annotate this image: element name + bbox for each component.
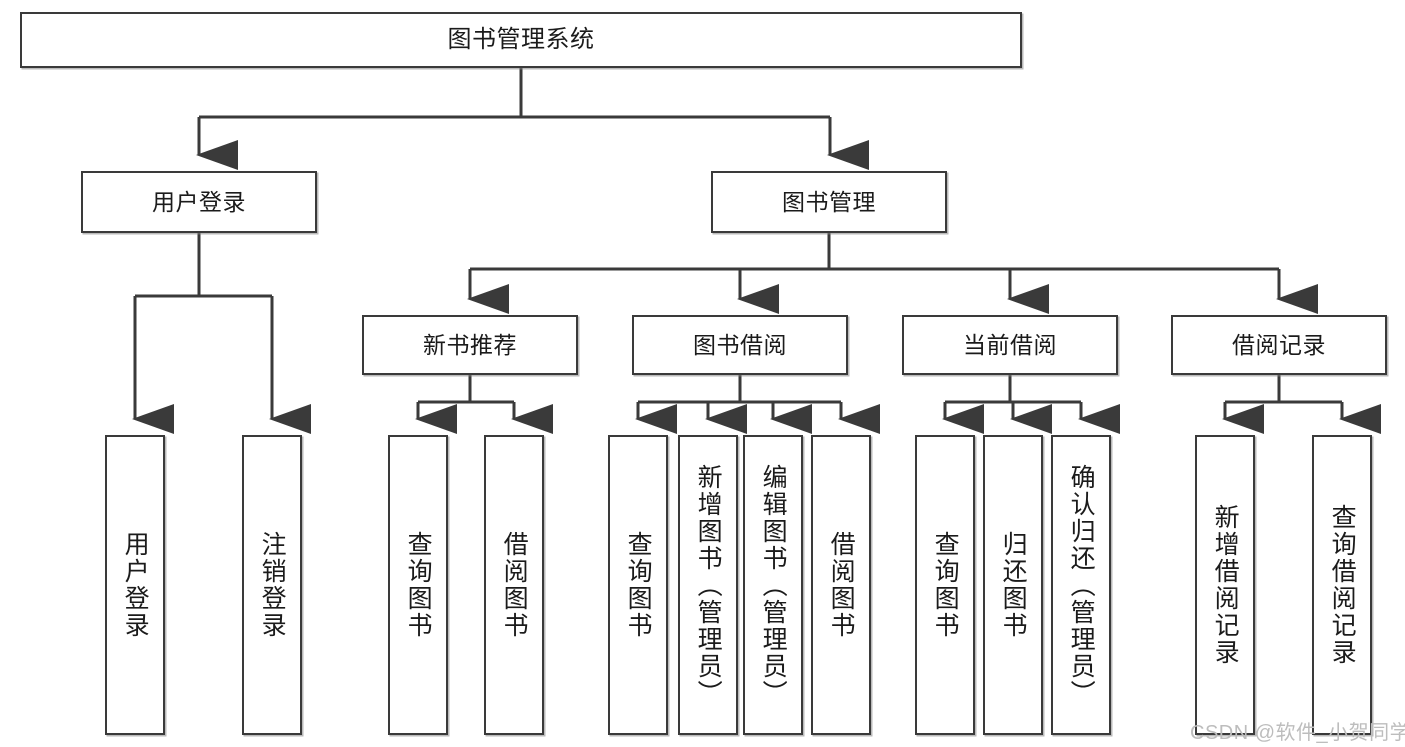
- node-label: 确认归还（管理员）: [1067, 463, 1096, 707]
- leaf-add-borrow-record[interactable]: 新增借阅记录: [1195, 435, 1255, 735]
- leaf-query-book-borrow[interactable]: 查询图书: [608, 435, 668, 735]
- node-label: 借阅图书: [500, 531, 529, 639]
- node-label: 查询图书: [404, 531, 433, 639]
- node-label: 新书推荐: [423, 331, 517, 358]
- node-label: 当前借阅: [963, 331, 1057, 358]
- node-label: 归还图书: [999, 531, 1028, 639]
- leaf-query-borrow-record[interactable]: 查询借阅记录: [1312, 435, 1372, 735]
- node-label: 查询图书: [624, 531, 653, 639]
- node-label: 图书管理: [782, 188, 876, 215]
- leaf-edit-book-admin[interactable]: 编辑图书（管理员）: [743, 435, 803, 735]
- leaf-query-book-current[interactable]: 查询图书: [915, 435, 975, 735]
- node-label: 查询图书: [931, 531, 960, 639]
- node-label: 用户登录: [152, 188, 246, 215]
- node-borrow-record[interactable]: 借阅记录: [1171, 315, 1387, 375]
- node-label: 借阅图书: [827, 531, 856, 639]
- node-user-login[interactable]: 用户登录: [81, 171, 317, 233]
- leaf-confirm-return-admin[interactable]: 确认归还（管理员）: [1051, 435, 1111, 735]
- node-book-borrow[interactable]: 图书借阅: [632, 315, 848, 375]
- node-label: 借阅记录: [1232, 331, 1326, 358]
- node-label: 编辑图书（管理员）: [759, 463, 788, 707]
- leaf-borrow-book[interactable]: 借阅图书: [811, 435, 871, 735]
- node-label: 图书管理系统: [447, 26, 595, 54]
- node-new-book-recommend[interactable]: 新书推荐: [362, 315, 578, 375]
- node-label: 查询借阅记录: [1328, 504, 1357, 666]
- leaf-add-book-admin[interactable]: 新增图书（管理员）: [678, 435, 738, 735]
- node-current-borrow[interactable]: 当前借阅: [902, 315, 1118, 375]
- node-label: 注销登录: [258, 531, 287, 639]
- leaf-logout-login[interactable]: 注销登录: [242, 435, 302, 735]
- leaf-return-book[interactable]: 归还图书: [983, 435, 1043, 735]
- leaf-borrow-book-recommend[interactable]: 借阅图书: [484, 435, 544, 735]
- node-book-management[interactable]: 图书管理: [711, 171, 947, 233]
- csdn-watermark: CSDN @软件_小贺同学: [1190, 722, 1405, 744]
- node-label: 新增借阅记录: [1211, 504, 1240, 666]
- leaf-user-login[interactable]: 用户登录: [105, 435, 165, 735]
- leaf-query-book-recommend[interactable]: 查询图书: [388, 435, 448, 735]
- node-label: 新增图书（管理员）: [694, 463, 723, 707]
- node-label: 用户登录: [121, 531, 150, 639]
- node-label: 图书借阅: [693, 331, 787, 358]
- node-root-system[interactable]: 图书管理系统: [20, 12, 1022, 68]
